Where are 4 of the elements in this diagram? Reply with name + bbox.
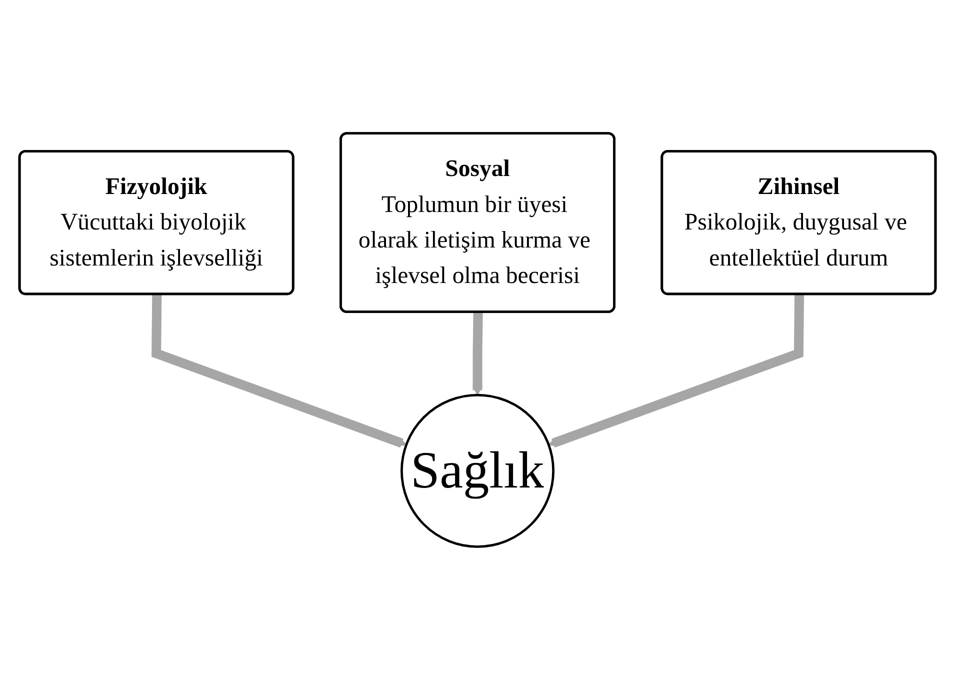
arrow: [152, 294, 407, 448]
arrow: [548, 294, 804, 448]
arrow: [472, 312, 483, 396]
node-circle: Sağlık: [400, 394, 554, 548]
